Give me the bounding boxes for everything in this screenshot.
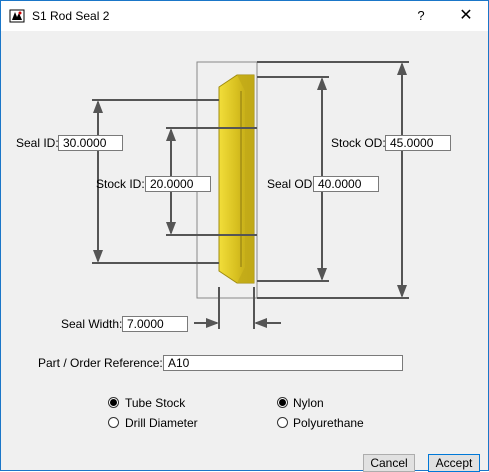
seal-width-arrow-right: [254, 318, 267, 328]
app-logo-icon: [9, 9, 25, 23]
stock-id-input[interactable]: 20.0000: [145, 176, 211, 192]
seal-id-label: Seal ID:: [16, 136, 59, 150]
seal-width-input[interactable]: 7.0000: [122, 316, 188, 332]
stock-id-label: Stock ID:: [96, 177, 145, 191]
stock-od-arrow-top: [397, 62, 407, 75]
close-icon: ✕: [459, 7, 473, 24]
cancel-button[interactable]: Cancel: [363, 454, 415, 472]
radio-polyurethane[interactable]: [277, 417, 288, 428]
seal-id-input[interactable]: 30.0000: [58, 135, 123, 151]
seal-id-arrow-top: [93, 100, 103, 113]
accept-button[interactable]: Accept: [428, 454, 480, 472]
window-title: S1 Rod Seal 2: [32, 9, 110, 23]
help-button[interactable]: ?: [403, 1, 439, 31]
radio-drill-diameter[interactable]: [108, 417, 119, 428]
stock-id-arrow-bottom: [166, 222, 176, 235]
help-icon: ?: [417, 8, 425, 23]
stock-od-arrow-bottom: [397, 285, 407, 298]
stock-od-label: Stock OD:: [331, 136, 386, 150]
title-bar: S1 Rod Seal 2 ? ✕: [1, 1, 488, 31]
seal-width-label: Seal Width:: [61, 317, 123, 331]
radio-nylon[interactable]: [277, 397, 288, 408]
seal-diagram: [92, 61, 409, 329]
dialog-content: Seal ID: 30.0000 Stock ID: 20.0000 Stock…: [1, 31, 488, 472]
seal-width-arrow-left: [206, 318, 219, 328]
radio-tube-stock[interactable]: [108, 397, 119, 408]
seal-od-arrow-bottom: [317, 268, 327, 281]
stock-id-arrow-top: [166, 128, 176, 141]
part-ref-input[interactable]: A10: [163, 355, 403, 371]
close-button[interactable]: ✕: [444, 1, 488, 31]
stock-od-input[interactable]: 45.0000: [385, 135, 451, 151]
nylon-label: Nylon: [293, 396, 324, 410]
drill-diameter-label: Drill Diameter: [125, 416, 198, 430]
seal-od-arrow-top: [317, 77, 327, 90]
polyurethane-label: Polyurethane: [293, 416, 364, 430]
part-ref-label: Part / Order Reference:: [38, 356, 163, 370]
seal-id-arrow-bottom: [93, 250, 103, 263]
tube-stock-label: Tube Stock: [125, 396, 186, 410]
seal-od-label: Seal OD:: [267, 177, 316, 191]
seal-od-input[interactable]: 40.0000: [313, 176, 379, 192]
